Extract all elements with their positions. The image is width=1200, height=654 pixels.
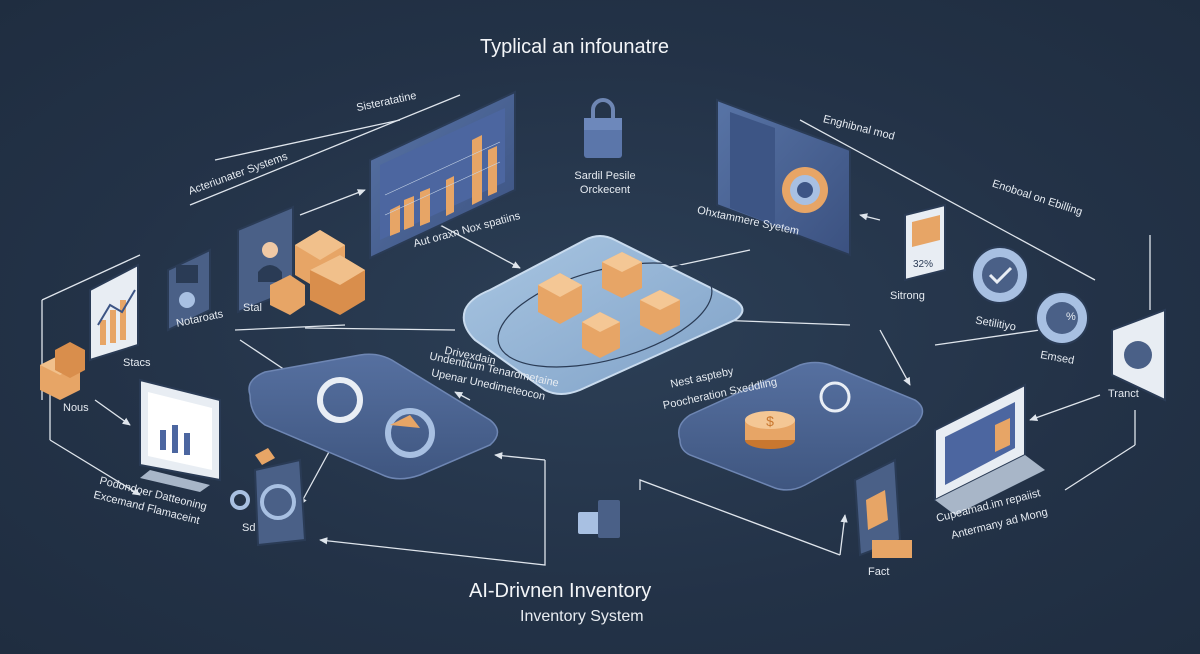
page-subtitle-bottom: Inventory System — [520, 608, 644, 625]
page-title-top: Typlical an infounatre — [480, 36, 670, 58]
center-box-1 — [538, 273, 582, 324]
laptop-icon — [934, 383, 1045, 515]
left-lower-panel — [248, 353, 499, 480]
connector-line-9 — [714, 319, 851, 326]
tag-card-icon — [904, 203, 946, 282]
stacked-boxes-icon — [270, 230, 365, 315]
page-title-bottom: AI-Drivnen Inventory — [469, 580, 652, 602]
central-warehouse-platform — [462, 235, 744, 395]
growth-chart-tablet-icon — [89, 263, 139, 362]
connector-arrow-6 — [879, 329, 911, 386]
label-sardil-line1: Sardil Pesile — [574, 170, 636, 182]
connector-line-8 — [304, 327, 456, 331]
payment-card-icon — [578, 500, 620, 538]
receipt-board-icon — [853, 458, 912, 558]
connector-arrow-13 — [839, 514, 848, 556]
label-sitrong: Sitrong — [890, 290, 925, 302]
connector-arrow-8 — [454, 391, 471, 401]
label-sardil-line2: Orckecent — [579, 184, 631, 196]
connector-line-1 — [189, 94, 461, 206]
right-lower-panel: $ — [678, 361, 924, 491]
label-nous: Nous — [63, 402, 89, 414]
label-tag-percent: % — [1066, 311, 1076, 323]
connector-line-2 — [214, 119, 401, 161]
coin-stack-icon: $ — [745, 411, 795, 449]
label-stacs: Stacs — [123, 357, 151, 369]
svg-text:$: $ — [766, 413, 774, 429]
label-gauge-pct: 32% — [913, 259, 934, 270]
percent-badge-icon — [1035, 291, 1089, 345]
connector-line-4 — [41, 254, 141, 301]
label-stal: Stal — [243, 302, 262, 314]
connector-arrow-14 — [299, 449, 331, 506]
connector-arrow-4 — [859, 213, 881, 221]
lock-icon — [584, 98, 622, 158]
connector-arrow-1 — [299, 189, 366, 216]
label-trant: Tranct — [1108, 388, 1139, 400]
connector-arrow-12 — [494, 452, 546, 461]
far-left-boxes-icon — [40, 342, 85, 400]
connector-arrow-11 — [319, 460, 546, 566]
shield-badge-icon — [971, 246, 1029, 304]
bar-chart-monitor-icon — [369, 90, 516, 260]
label-fact: Fact — [868, 566, 890, 578]
center-box-3 — [640, 290, 680, 335]
connector-arrow-2 — [439, 224, 521, 269]
connector-line-12 — [639, 479, 841, 556]
connector-line-7 — [234, 324, 346, 331]
label-sd: Sd — [242, 522, 256, 534]
connector-line-14 — [1064, 444, 1136, 491]
center-box-2 — [602, 252, 642, 298]
connector-arrow-10 — [94, 399, 131, 426]
connector-arrow-9 — [49, 439, 141, 496]
vault-icon — [230, 448, 307, 547]
desktop-monitor-icon — [139, 378, 221, 492]
scanner-device-icon — [167, 248, 211, 332]
center-box-4 — [582, 312, 620, 358]
connector-lines — [41, 94, 1151, 566]
connector-line-5 — [799, 119, 1096, 281]
analytics-monitor-icon — [716, 98, 851, 257]
connector-arrow-7 — [1029, 394, 1101, 421]
tablet-screen-icon — [1111, 308, 1166, 402]
